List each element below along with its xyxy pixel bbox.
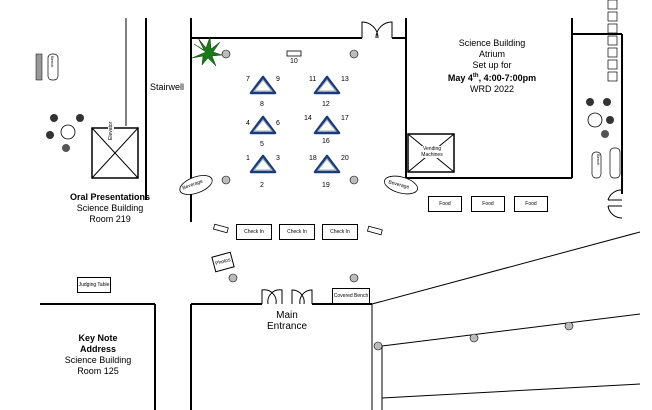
atrium-line3: Set up for [472, 60, 512, 70]
main-door-2 [291, 289, 305, 305]
food-table: Food [471, 196, 505, 212]
atrium-date-sup: th [472, 73, 479, 79]
easel-num: 13 [341, 76, 349, 83]
easel-num: 5 [260, 141, 264, 148]
easel-group [249, 75, 277, 95]
atrium-date-main: May 4 [447, 73, 473, 83]
stairwell-label: Stairwell [150, 82, 185, 92]
table-10 [286, 50, 302, 57]
keynote-line4: Room 125 [77, 366, 119, 376]
north-door-left [361, 21, 379, 39]
atrium-date-time: , 4:00-7:00pm [478, 73, 537, 83]
judging-table: Judging Table [77, 277, 111, 293]
easel-num: 16 [322, 138, 330, 145]
elevator-label: Elevator [108, 121, 114, 140]
easel-num: 8 [260, 101, 264, 108]
checkin-table: Check In [236, 224, 272, 240]
easel-group [313, 115, 341, 135]
beverage-table [384, 175, 418, 195]
bench [47, 53, 59, 81]
covered-bench: Covered Bench [332, 288, 370, 304]
easel-group [313, 75, 341, 95]
column [228, 273, 238, 283]
easel-num: 3 [276, 155, 280, 162]
easel-num: 7 [246, 76, 250, 83]
food-table: Food [514, 196, 548, 212]
keynote-title2: Address [79, 344, 116, 354]
atrium-date: May 4th, 4:00-7:00pm [440, 71, 544, 84]
easel-group [313, 154, 341, 174]
easel-num: 9 [276, 76, 280, 83]
easel-group [249, 115, 277, 135]
column [564, 321, 574, 331]
seating-cluster-east [586, 98, 614, 138]
checkin-table: Check In [279, 224, 315, 240]
easel-num: 17 [341, 115, 349, 122]
checkin-table: Check In [322, 224, 358, 240]
table-10-number: 10 [290, 58, 298, 65]
atrium-title: Science Building Atrium Set up for May 4… [440, 38, 544, 95]
easel-num: 1 [246, 155, 250, 162]
column [221, 49, 231, 59]
bench [366, 225, 383, 236]
easel-num: 19 [322, 182, 330, 189]
easel-num: 11 [309, 76, 317, 83]
column [349, 273, 359, 283]
vending-label: Vending Machines [414, 146, 450, 158]
easel-num: 2 [260, 182, 264, 189]
easel-num: 6 [276, 120, 280, 127]
bench-label: Bench [596, 154, 601, 166]
column [221, 175, 231, 185]
oral-title: Oral Presentations [69, 192, 151, 202]
bench [591, 151, 602, 179]
main-entrance-label: Main Entrance [262, 310, 312, 332]
easel-num: 20 [341, 155, 349, 162]
oral-line2: Science Building [76, 203, 144, 213]
keynote-line3: Science Building [64, 355, 132, 365]
north-door-right [375, 21, 393, 39]
keynote-label: Key Note Address Science Building Room 1… [48, 333, 148, 377]
main-entrance-line2: Entrance [266, 321, 308, 332]
food-table: Food [428, 196, 462, 212]
bench [212, 223, 229, 234]
bench-label: Bench [50, 56, 55, 68]
beverage-table [179, 175, 213, 195]
column [373, 341, 383, 351]
oral-presentations-label: Oral Presentations Science Building Room… [50, 192, 170, 225]
easel-num: 14 [304, 115, 312, 122]
column [349, 49, 359, 59]
easel-group [249, 154, 277, 174]
column [349, 175, 359, 185]
seating-cluster-west [46, 114, 84, 152]
easel-num: 18 [309, 155, 317, 162]
keynote-title1: Key Note [78, 333, 118, 343]
atrium-line1: Science Building [458, 38, 526, 48]
easel-num: 4 [246, 120, 250, 127]
plant-icon [191, 36, 223, 67]
easel-num: 12 [322, 101, 330, 108]
atrium-line5: WRD 2022 [469, 84, 514, 94]
column [469, 333, 479, 343]
main-entrance-line1: Main [276, 310, 298, 321]
atrium-line2: Atrium [478, 49, 505, 59]
oral-line3: Room 219 [89, 214, 131, 224]
